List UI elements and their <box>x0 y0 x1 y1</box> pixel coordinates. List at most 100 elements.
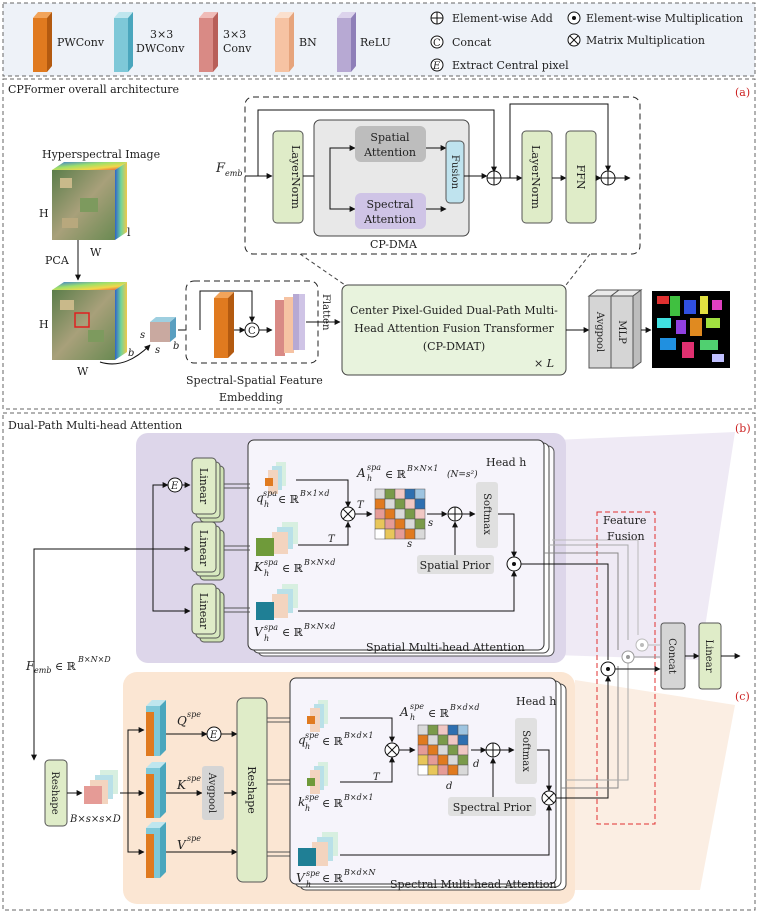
k-spa-symbol: K <box>253 560 264 574</box>
bssd-tensor <box>84 770 118 804</box>
attention-cell <box>457 724 469 736</box>
attention-cell <box>427 744 439 756</box>
spatial-attention-label-2: Attention <box>363 146 416 159</box>
a-spa-symbol: A <box>356 466 366 480</box>
attention-cell <box>404 488 416 500</box>
femb-sub: emb <box>225 169 242 178</box>
q-spatial-tensor <box>265 462 286 494</box>
attention-cell <box>414 508 426 520</box>
cp-dmat-label-1: Center Pixel-Guided Dual-Path Multi- <box>350 304 558 317</box>
ffn-label: FFN <box>574 165 587 190</box>
a-spa-dim: ∈ ℝ <box>385 468 407 481</box>
reshape-block-2-label: Reshape <box>245 766 258 814</box>
a-spe-sub: h <box>410 713 415 722</box>
linear-v-spatial-label: Linear <box>197 593 210 630</box>
avgpool-label: Avgpool <box>594 311 605 353</box>
spectral-prior-block <box>448 797 536 816</box>
bssd-label: B×s×s×D <box>69 814 121 825</box>
attention-cell <box>437 754 449 766</box>
legend-pwconv: PWConv <box>33 12 105 72</box>
attention-cell <box>414 488 426 500</box>
fusion-label: Fusion <box>449 155 460 190</box>
spectral-attention-block <box>355 193 426 229</box>
reshape-block-2 <box>236 697 268 883</box>
linear-q-spatial: Linear <box>191 457 225 523</box>
k-spe-sup: spe <box>187 774 201 783</box>
a-spa-sub: h <box>367 474 372 483</box>
cp-dmat-label-2: Head Attention Fusion Transformer <box>354 322 554 335</box>
grid-spe-d-bottom: d <box>446 781 452 792</box>
attention-cell <box>394 528 406 540</box>
classification-map <box>652 291 730 368</box>
v-spa-exp: B×N×d <box>303 622 335 631</box>
pca-h: H <box>39 318 49 331</box>
svg-text:C: C <box>433 38 441 49</box>
linear-out-label: Linear <box>703 640 714 673</box>
patch-s-2: s <box>155 345 160 356</box>
layernorm-2 <box>521 130 553 224</box>
legend-conv-label-1: 3×3 <box>223 28 246 41</box>
patch-cube <box>150 317 176 342</box>
q-spa-exp: B×1×d <box>299 489 330 498</box>
spatial-mha-label: Spatial Multi-head Attention <box>366 641 525 654</box>
legend-dwconv: 3×3 DWConv <box>114 12 185 72</box>
q-spe-sup: spe <box>187 710 201 719</box>
k-spa-sup: spa <box>264 558 278 567</box>
attention-cell <box>437 744 449 756</box>
a-spe-symbol: A <box>399 705 409 719</box>
hsi-w: W <box>90 246 102 259</box>
attention-cell <box>457 734 469 746</box>
pca-cube <box>52 282 127 360</box>
v-spa-dim: ∈ ℝ <box>282 626 304 639</box>
concat-node-label: C <box>248 326 256 337</box>
legend-relu-label: ReLU <box>360 36 391 49</box>
attention-cell <box>374 498 386 510</box>
layernorm-1 <box>272 130 304 224</box>
attention-cell <box>394 508 406 520</box>
k-spe-symbol: K <box>176 778 187 792</box>
v-spe-h-dim: ∈ ℝ <box>322 872 344 885</box>
legend-dwconv-label-1: 3×3 <box>150 28 173 41</box>
k-spa-t: T <box>328 534 336 545</box>
attention-cell <box>427 734 439 746</box>
a-spa-exp: B×N×1 <box>406 464 438 473</box>
softmax-spatial <box>476 482 498 548</box>
panel-a-title: CPFormer overall architecture <box>8 83 179 96</box>
embed-pwconv <box>214 292 234 358</box>
q-spe-h-dim: ∈ ℝ <box>322 735 344 748</box>
attention-cell <box>374 518 386 530</box>
feature-fusion-label-2: Fusion <box>607 530 645 543</box>
femb-b-sub: emb <box>34 666 51 675</box>
hsi-cube <box>52 162 127 240</box>
attention-cell <box>417 764 429 776</box>
softmax-spectral-label: Softmax <box>520 730 531 772</box>
avgpool-spectral <box>202 766 224 820</box>
v-spe-h-sup: spe <box>306 869 320 878</box>
attention-cell <box>417 724 429 736</box>
attention-cell <box>384 528 396 540</box>
legend-bn: BN <box>275 12 317 72</box>
k-spa-dim: ∈ ℝ <box>282 562 304 575</box>
attention-cell <box>414 528 426 540</box>
attention-cell <box>417 754 429 766</box>
linear-k-spatial: Linear <box>191 521 225 581</box>
femb-b-exp: B×N×D <box>77 655 111 664</box>
attention-cell <box>437 724 449 736</box>
layernorm-1-label: LayerNorm <box>289 145 302 209</box>
conv-stack-k <box>146 762 166 818</box>
conv-stack-q <box>146 700 166 756</box>
a-spa-sup: spa <box>367 463 381 472</box>
fusion-block <box>445 140 465 204</box>
q-spectral-tensor <box>307 700 328 732</box>
pca-label: PCA <box>45 254 70 267</box>
attention-cell <box>414 498 426 510</box>
a-spe-sup: spe <box>410 702 424 711</box>
legend: PWConv 3×3 DWConv 3×3 Conv BN <box>2 2 756 77</box>
a-spe-dim: ∈ ℝ <box>428 707 450 720</box>
attention-cell <box>394 518 406 530</box>
attention-cell <box>447 754 459 766</box>
v-spe-h-symbol: V <box>296 871 306 885</box>
legend-relu: ReLU <box>337 12 391 72</box>
spatial-prior-label: Spatial Prior <box>420 559 491 572</box>
